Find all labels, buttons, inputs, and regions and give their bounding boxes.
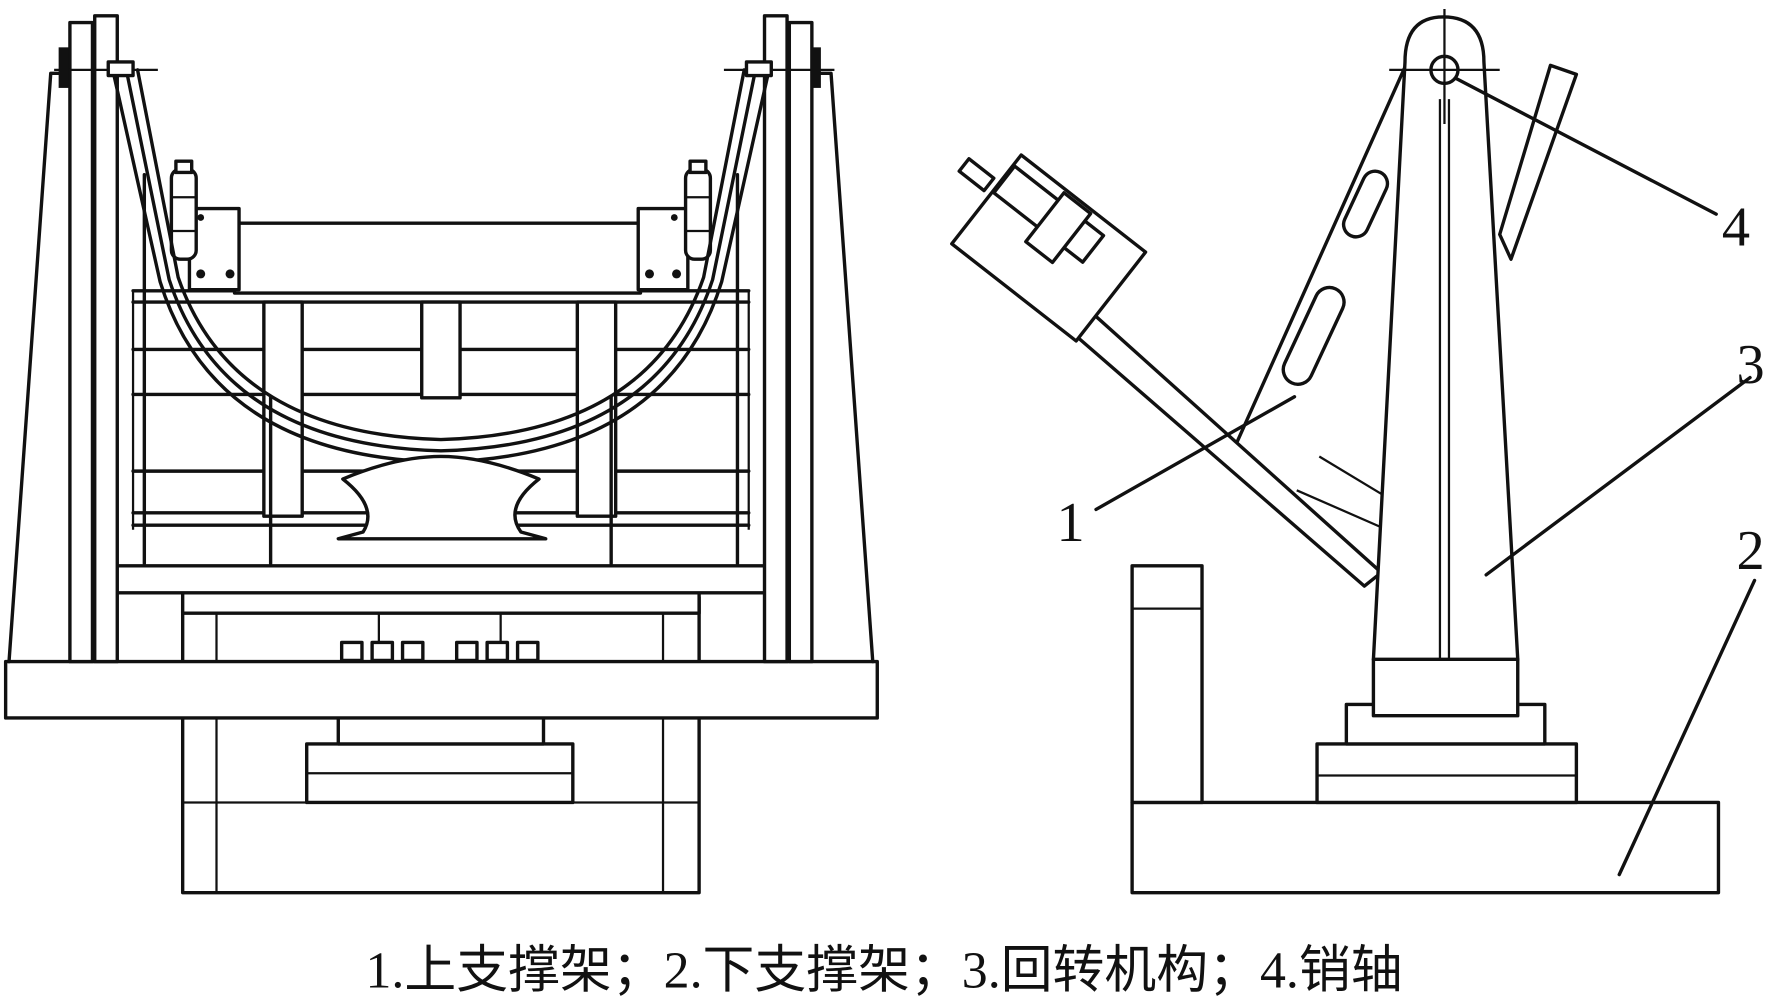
left-side-support [7,71,72,664]
label-4: 4 [1722,197,1750,259]
leader-2 [1617,578,1757,877]
front-view [3,14,879,895]
bolt-row [339,640,540,663]
rear-strut [1498,63,1579,261]
front-crossbeam [232,221,643,295]
side-view [950,9,1721,895]
label-3: 3 [1737,334,1765,396]
rotating-column [1371,15,1520,662]
diagonal-arm [950,153,1384,588]
front-table-upper [106,564,776,595]
left-outer-column [68,20,95,664]
right-cylinder [683,159,713,261]
right-side-support [810,71,875,664]
right-clamp-block [636,206,690,292]
left-cylinder [169,159,198,261]
cradle-inner [135,68,746,442]
left-inner-column [93,14,119,664]
post-2 [420,300,462,400]
front-base-plate [3,659,879,720]
label-2: 2 [1737,520,1765,582]
leader-1 [1094,395,1297,512]
leader-4 [1455,77,1718,216]
leader-3 [1484,375,1752,577]
label-1: 1 [1057,492,1085,554]
right-outer-column [787,20,814,664]
callouts: 1 2 3 4 [1057,77,1765,877]
left-pivot [106,60,135,78]
cradle-foot [336,454,548,541]
side-stop-post [1130,564,1204,805]
right-inner-column [762,14,789,664]
figure-caption: 1.上支撑架；2.下支撑架；3.回转机构；4.销轴 [365,942,1402,999]
right-pivot [744,60,773,78]
front-table-lower [180,591,701,615]
